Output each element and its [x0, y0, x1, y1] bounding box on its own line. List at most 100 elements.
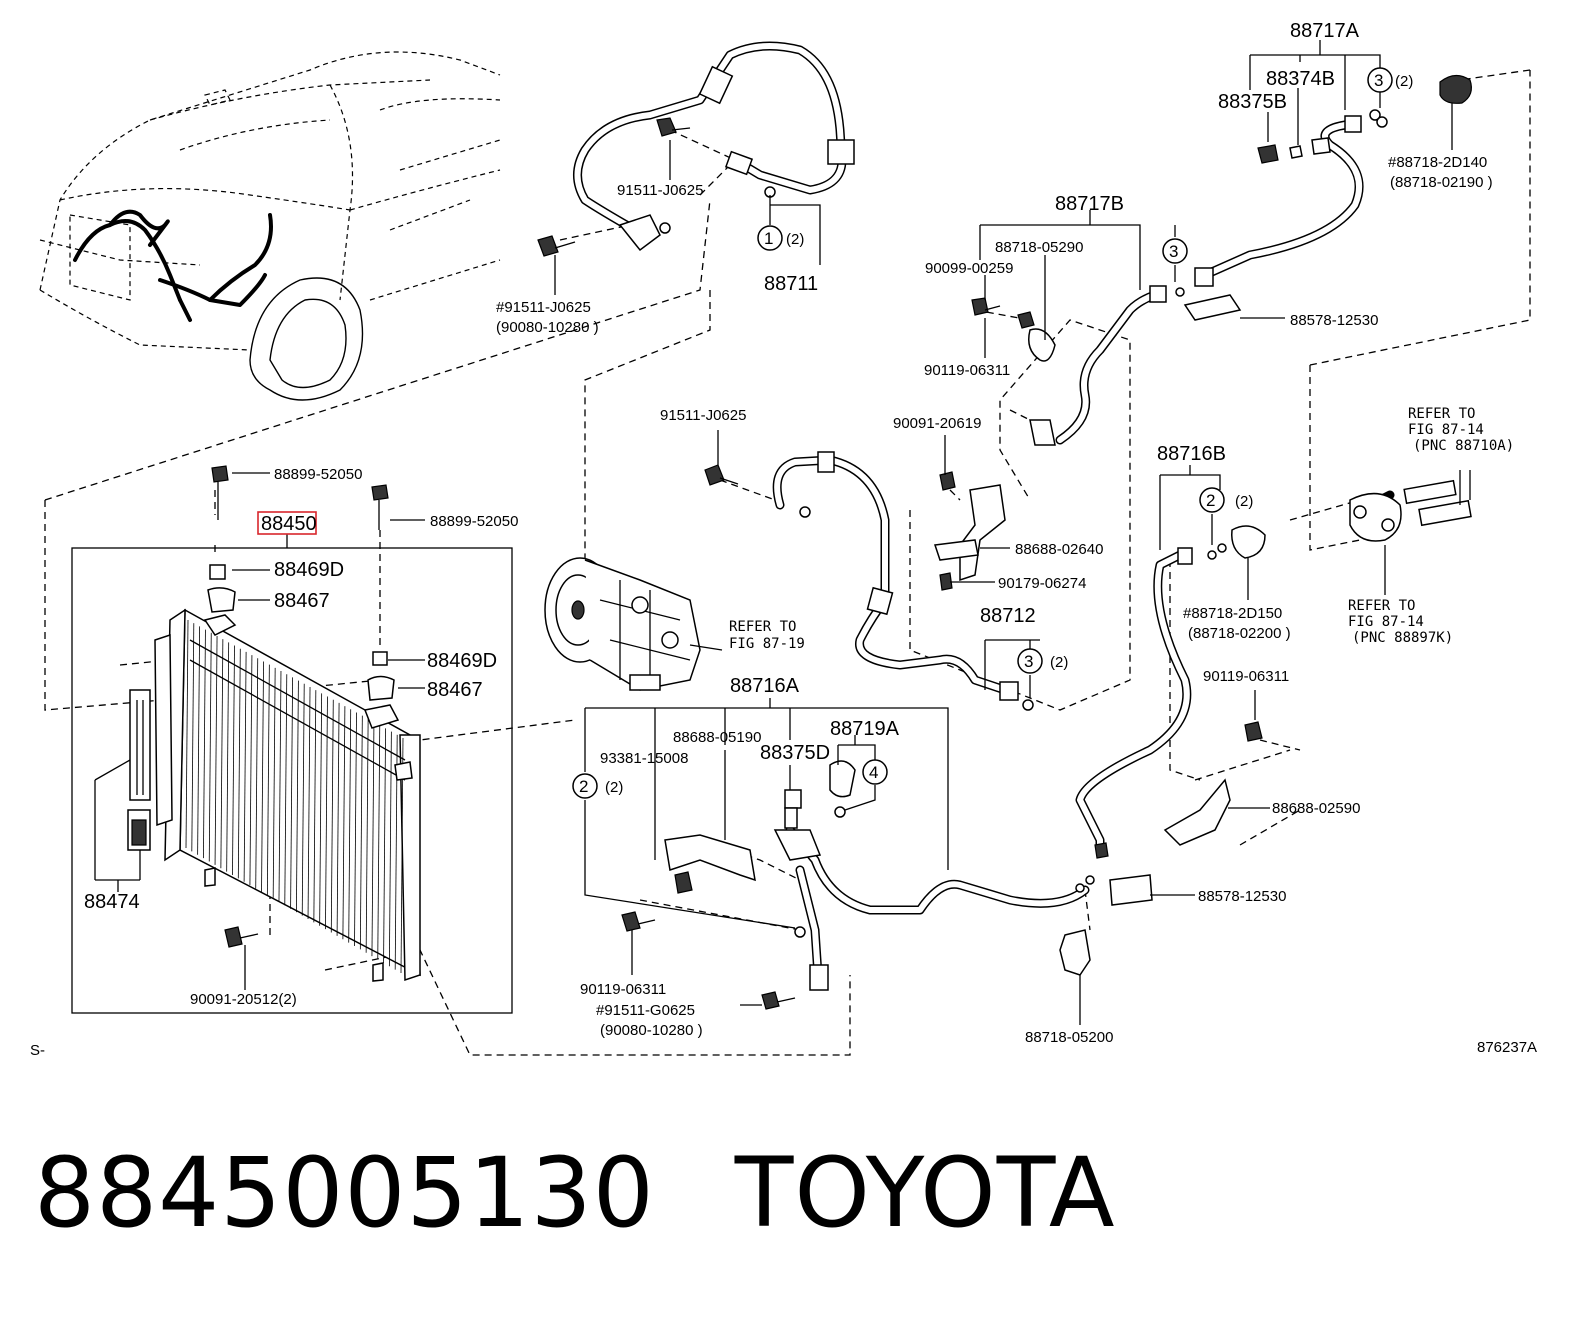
condenser-fin [237, 648, 241, 879]
label-88474[interactable]: 88474 [84, 891, 140, 913]
label-90179-06274[interactable]: 90179-06274 [998, 575, 1086, 592]
discharge-pipe [621, 760, 1153, 1010]
brand-name: TOYOTA [734, 1137, 1116, 1249]
condenser-fin [261, 661, 264, 892]
circle-label: 2 [1206, 491, 1215, 510]
condenser-88450 [71, 465, 513, 1014]
label-90080-10280[interactable]: (90080-10280 ) [496, 319, 599, 336]
refer-note: (PNC 88710A) [1413, 438, 1514, 454]
label-88578-12530[interactable]: 88578-12530 [1290, 312, 1378, 329]
label-88716B[interactable]: 88716B [1157, 443, 1226, 465]
circle-label: 3 [1169, 242, 1178, 261]
label-88469D-b[interactable]: 88469D [427, 650, 497, 672]
label-88718-02190[interactable]: (88718-02190 ) [1390, 174, 1493, 191]
condenser-fin [243, 651, 247, 882]
label-93381-15008[interactable]: 93381-15008 [600, 750, 688, 767]
circle-label: 3 [1374, 71, 1383, 90]
label-88688-05190[interactable]: 88688-05190 [673, 729, 761, 746]
circle-label: 4 [869, 763, 878, 782]
condenser-fin [336, 702, 340, 936]
label-88718-05200[interactable]: 88718-05200 [1025, 1029, 1113, 1046]
condenser-fin [319, 693, 323, 926]
part-labels: 88717A 88374B 88375B 3 (2) #88718-2D140 … [30, 20, 1537, 1059]
condenser-fin [348, 709, 352, 943]
qty-label: (2) [1235, 493, 1253, 510]
label-88450[interactable]: 88450 [261, 513, 317, 535]
qty-label: (2) [1395, 73, 1413, 90]
condenser-fin [342, 706, 346, 940]
label-91511-J0625-b[interactable]: 91511-J0625 [660, 407, 746, 424]
refer-note: FIG 87-14 [1348, 614, 1424, 630]
label-88719A[interactable]: 88719A [830, 718, 900, 740]
label-88717B[interactable]: 88717B [1055, 193, 1124, 215]
label-88712[interactable]: 88712 [980, 605, 1036, 627]
label-88469D[interactable]: 88469D [274, 559, 344, 581]
label-90119-06311-b[interactable]: 90119-06311 [1203, 668, 1289, 685]
circle-label: 3 [1024, 652, 1033, 671]
condenser-fin [330, 699, 334, 933]
label-88578-12530-b[interactable]: 88578-12530 [1198, 888, 1286, 905]
label-88717A[interactable]: 88717A [1290, 20, 1360, 42]
refer-note: (PNC 88897K) [1352, 630, 1453, 646]
condenser-fin [383, 728, 386, 963]
label-88688-02640[interactable]: 88688-02640 [1015, 541, 1103, 558]
label-88718-05290[interactable]: 88718-05290 [995, 239, 1083, 256]
circle-label: 2 [579, 777, 588, 796]
qty-label: (2) [605, 779, 623, 796]
refer-note: REFER TO [1408, 406, 1475, 422]
condenser-fin [266, 664, 270, 896]
refer-note: REFER TO [1348, 598, 1415, 614]
label-88711[interactable]: 88711 [764, 273, 818, 295]
condenser-fin [359, 715, 363, 950]
label-91511-G0625[interactable]: #91511-G0625 [596, 1002, 695, 1019]
condenser-fin [307, 686, 311, 919]
parts-diagram: 88717A 88374B 88375B 3 (2) #88718-2D140 … [30, 20, 1537, 1059]
label-90080-10280-b[interactable]: (90080-10280 ) [600, 1022, 703, 1039]
condenser-fin [301, 683, 305, 916]
label-88688-02590[interactable]: 88688-02590 [1272, 800, 1360, 817]
label-88718-2D150[interactable]: #88718-2D150 [1183, 605, 1282, 622]
label-90099-00259[interactable]: 90099-00259 [925, 260, 1013, 277]
label-90091-20619[interactable]: 90091-20619 [893, 415, 981, 432]
label-88375B[interactable]: 88375B [1218, 91, 1287, 113]
condenser-fin [208, 632, 212, 862]
qty-label: (2) [786, 231, 804, 248]
liquid-pipe [1075, 470, 1472, 859]
label-88899-52050-b[interactable]: 88899-52050 [430, 513, 518, 530]
refer-note: REFER TO [729, 619, 796, 635]
condenser-fin [220, 639, 224, 869]
condenser-fin [278, 671, 282, 903]
condenser-fin [313, 690, 317, 923]
condenser-fin [185, 619, 189, 849]
condenser-fin [388, 731, 392, 967]
condenser-fin [290, 677, 293, 909]
label-88467-b[interactable]: 88467 [427, 679, 483, 701]
condenser-fin [371, 722, 375, 957]
part-number: 8845005130 [34, 1137, 655, 1249]
corner-code-right: 876237A [1477, 1039, 1537, 1056]
label-91511-J0625-hash[interactable]: #91511-J0625 [496, 299, 591, 316]
condenser-fin [249, 655, 253, 886]
label-88467[interactable]: 88467 [274, 590, 330, 612]
footer-title: 8845005130 TOYOTA [34, 1138, 1116, 1248]
label-88374B[interactable]: 88374B [1266, 68, 1335, 90]
condenser-fin [255, 658, 259, 889]
label-88375D[interactable]: 88375D [760, 742, 830, 764]
dashed-outlines [44, 69, 1531, 1056]
label-90091-20512[interactable]: 90091-20512(2) [190, 991, 297, 1008]
condenser-fin [284, 674, 288, 906]
label-88718-02200[interactable]: (88718-02200 ) [1188, 625, 1291, 642]
condenser-fin [226, 642, 230, 872]
condenser-fin [377, 725, 381, 960]
qty-label: (2) [1050, 654, 1068, 671]
label-88899-52050[interactable]: 88899-52050 [274, 466, 362, 483]
car-illustration [39, 51, 501, 401]
label-90119-06311-c[interactable]: 90119-06311 [580, 981, 666, 998]
compressor [544, 557, 701, 691]
suction-hose [704, 451, 1034, 711]
label-91511-J0625[interactable]: 91511-J0625 [617, 182, 703, 199]
label-88718-2D140[interactable]: #88718-2D140 [1388, 154, 1487, 171]
label-90119-06311[interactable]: 90119-06311 [924, 362, 1010, 379]
bracket-88688-02640 [933, 471, 1006, 591]
label-88716A[interactable]: 88716A [730, 675, 800, 697]
